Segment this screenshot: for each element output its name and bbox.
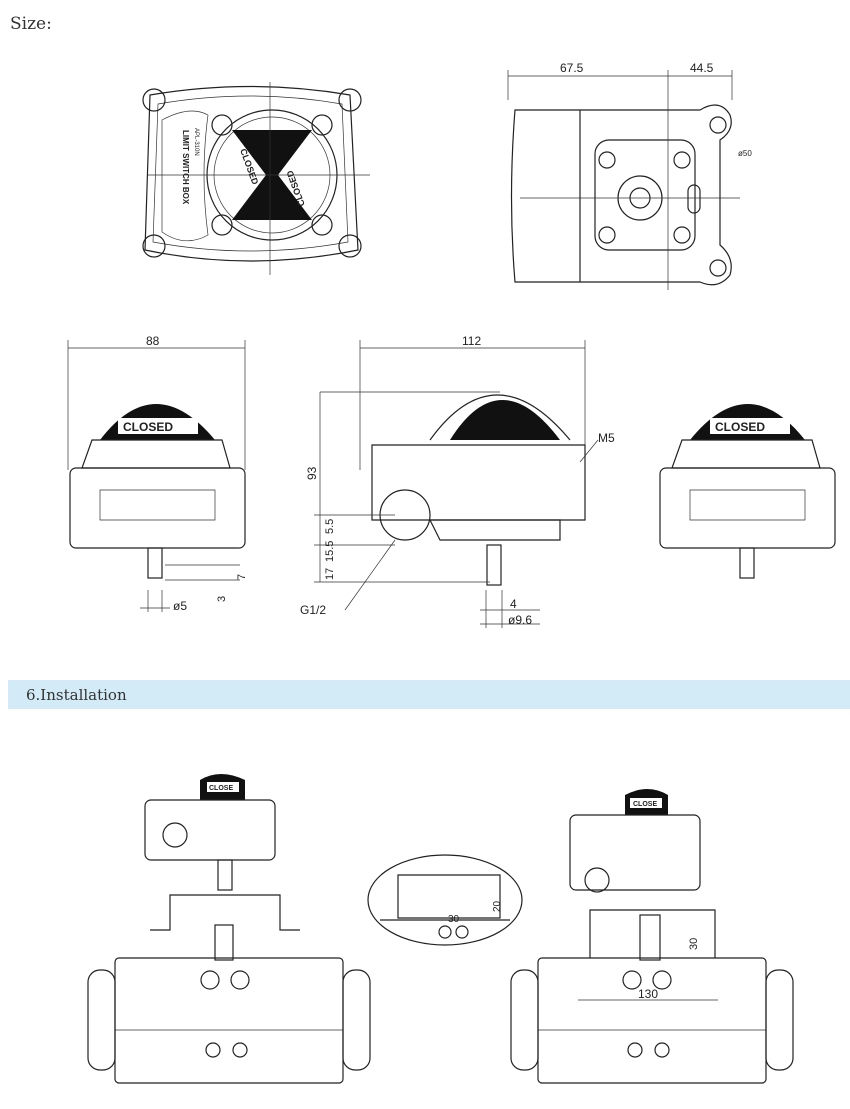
dim-67-5: 67.5	[560, 61, 584, 75]
install-left-drawing: CLOSE	[87, 774, 371, 1084]
dim-112: 112	[462, 334, 481, 348]
top-view-drawing: LIMIT SWITCH BOX APL-310N CLOSED CLOSED	[142, 82, 370, 275]
dim-15-5: 15.5	[324, 541, 336, 562]
dim-20: 20	[492, 900, 503, 912]
front-view-right: CLOSED	[659, 404, 836, 579]
dim-3: 3	[216, 596, 228, 602]
dome-text: CLOSED	[715, 420, 765, 434]
dim-88: 88	[146, 334, 160, 348]
nameplate-model: APL-310N	[193, 128, 199, 156]
front-view-center: 112 93 17 15.5 5.5 M5 G1/2 4 ø9.6	[300, 334, 615, 628]
section-banner: 6.Installation	[8, 680, 850, 709]
dim-shaft-5: ø5	[173, 599, 187, 613]
dim-7: 7	[236, 574, 248, 580]
size-label: Size:	[10, 14, 52, 34]
dim-17: 17	[324, 568, 336, 580]
dim-4: 4	[510, 597, 517, 611]
install-detail-drawing: 30 20	[367, 854, 523, 946]
dome-text: CLOSE	[209, 785, 233, 792]
nameplate-title: LIMIT SWITCH BOX	[181, 130, 190, 205]
dim-shaft-9-6: ø9.6	[508, 613, 532, 627]
front-view-left: 88 CLOSED ø5 7 3	[67, 334, 248, 613]
dome-text: CLOSED	[123, 420, 173, 434]
dim-44-5: 44.5	[690, 61, 714, 75]
dim-m5: M5	[598, 431, 615, 445]
bottom-view-drawing: 67.5 44.5 ø50	[507, 61, 752, 290]
dim-130: 130	[638, 987, 658, 1001]
section-heading: 6.Installation	[26, 686, 127, 704]
install-right-drawing: CLOSE 130 30	[510, 789, 794, 1084]
dim-diameter-50: ø50	[738, 149, 752, 158]
dim-5-5: 5.5	[324, 519, 336, 534]
dome-text: CLOSE	[633, 801, 657, 808]
dim-30: 30	[448, 914, 460, 925]
dim-30: 30	[688, 938, 700, 950]
dim-93: 93	[305, 466, 319, 480]
dim-g1-2: G1/2	[300, 603, 326, 617]
